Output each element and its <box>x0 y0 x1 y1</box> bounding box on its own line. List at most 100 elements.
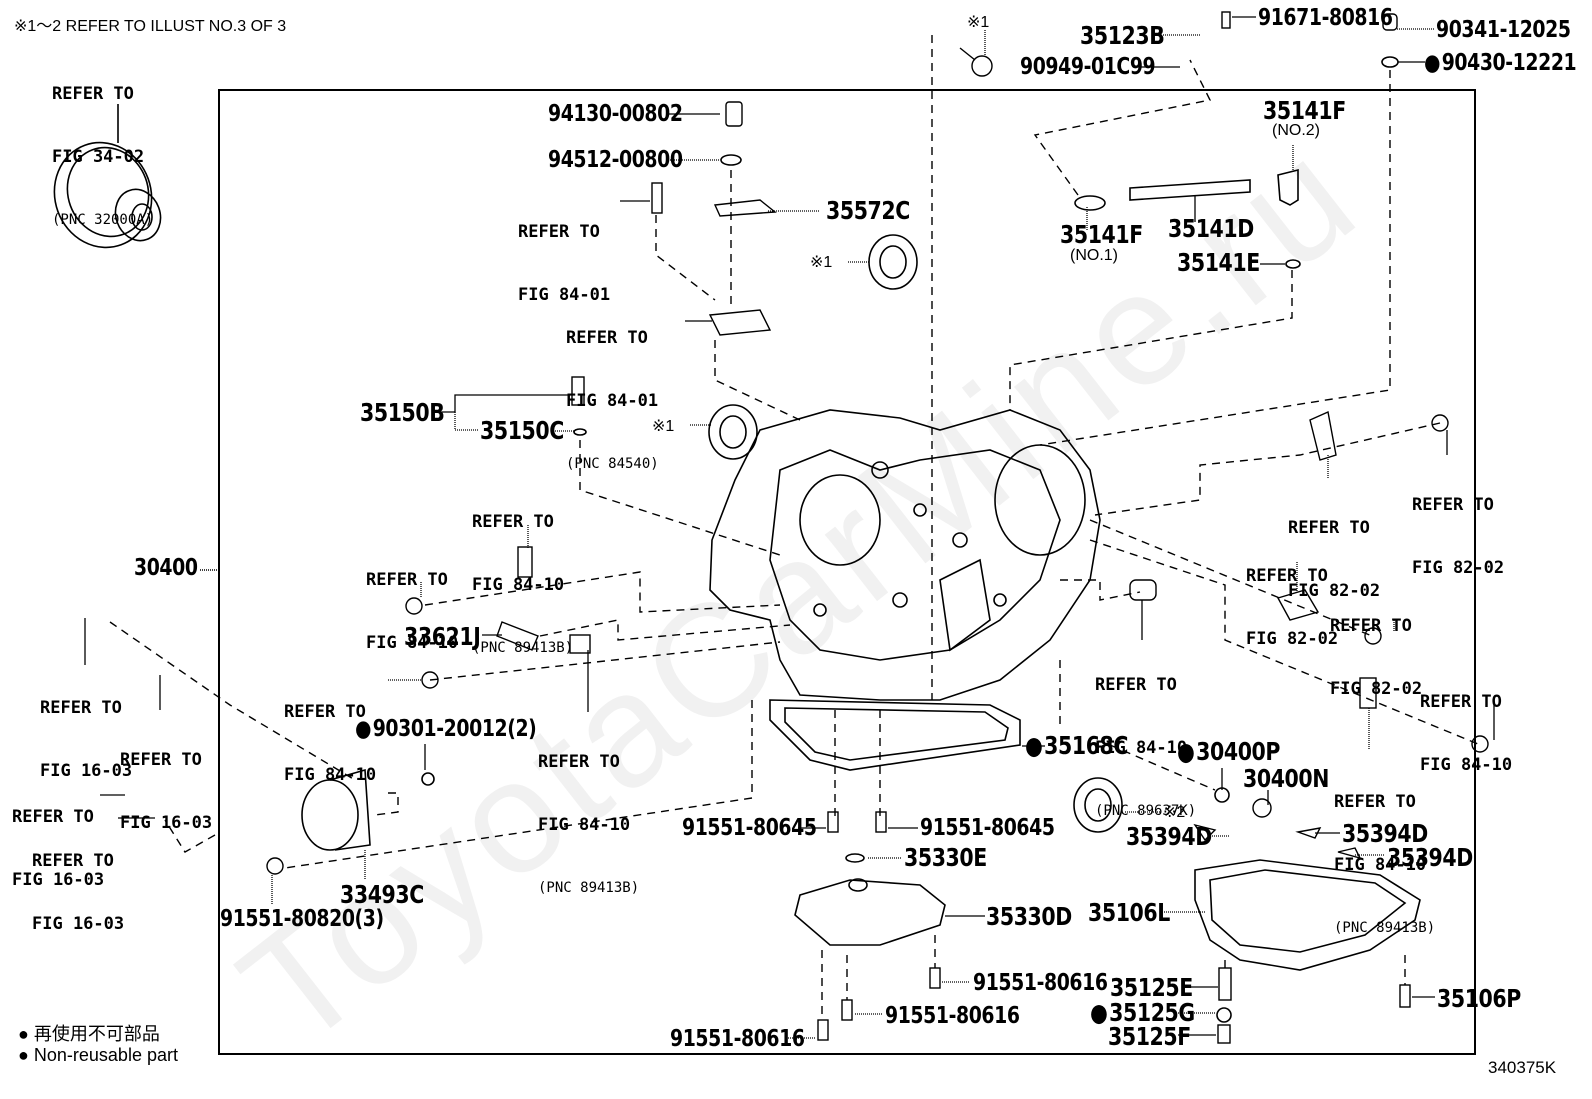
ref-line: FIG 84-10 <box>1334 855 1427 875</box>
ref-fig-16-03-c[interactable]: REFER TO FIG 16-03 <box>12 765 104 912</box>
part-35141F-no1[interactable]: 35141F <box>1060 220 1143 249</box>
part-35168C[interactable]: 35168C <box>1025 733 1128 758</box>
part-35141F-no2[interactable]: 35141F <box>1263 96 1346 125</box>
part-35106L[interactable]: 35106L <box>1088 898 1170 927</box>
dipstick-tube-drawing <box>1074 168 1299 211</box>
note-seal-2[interactable]: ※2 <box>1163 804 1186 821</box>
part-35141E[interactable]: 35141E <box>1177 248 1260 277</box>
strainer-inlet <box>848 878 868 892</box>
leader-lines <box>84 16 1495 1039</box>
part-35330D[interactable]: 35330D <box>986 902 1072 931</box>
ref-line: FIG 16-03 <box>12 870 105 890</box>
ref-line: REFER TO <box>1412 495 1494 515</box>
ref-line: FIG 16-03 <box>40 761 133 781</box>
part-33493C[interactable]: 33493C <box>340 880 424 909</box>
ref-line: REFER TO <box>1334 792 1416 812</box>
ref-pnc: (PNC 89413B) <box>472 640 574 656</box>
part-35394D-a[interactable]: 35394D <box>1126 822 1212 851</box>
part-94130-00802[interactable]: 94130-00802 <box>548 101 683 127</box>
ref-fig-84-10-a[interactable]: REFER TO FIG 84-10 (PNC 89413B) <box>472 470 573 680</box>
note-bolt-1[interactable]: ※1 <box>967 14 990 31</box>
ref-line: FIG 84-01 <box>518 285 611 305</box>
ref-line: FIG 16-03 <box>120 813 213 833</box>
part-90949-01C99[interactable]: 90949-01C99 <box>1020 54 1156 80</box>
ref-fig-82-02-a[interactable]: REFER TO FIG 82-02 <box>1288 476 1380 623</box>
non-reusable-bullet-icon: ● <box>18 1045 29 1065</box>
ref-line: FIG 84-10 <box>472 575 565 595</box>
ref-fig-82-02-d[interactable]: REFER TO FIG 82-02 <box>1330 574 1422 721</box>
legend-en: ● Non-reusable part <box>18 1045 178 1066</box>
part-91551-80616-b[interactable]: 91551-80616 <box>885 1003 1020 1029</box>
ref-fig-82-02-c[interactable]: REFER TO FIG 82-02 <box>1246 524 1338 671</box>
part-91551-80645-a[interactable]: 91551-80645 <box>682 815 817 841</box>
ref-line: FIG 16-03 <box>32 914 125 934</box>
ref-fig-84-10-d[interactable]: REFER TO FIG 84-10 (PNC 89413B) <box>538 710 639 920</box>
part-91551-80616-a[interactable]: 91551-80616 <box>973 970 1108 996</box>
part-90301-20012[interactable]: 90301-20012(2) <box>355 718 537 741</box>
torque-converter-drawing <box>53 104 162 249</box>
part-35125E[interactable]: 35125E <box>1110 973 1193 1002</box>
ref-fig-84-10-c[interactable]: REFER TO FIG 84-10 <box>284 660 376 807</box>
ref-line: REFER TO <box>366 570 448 590</box>
part-35141F-no2-sub: (NO.2) <box>1272 122 1320 139</box>
part-35150B[interactable]: 35150B <box>360 398 445 427</box>
ref-pnc: (PNC 89413B) <box>1334 920 1436 936</box>
ref-line: REFER TO <box>538 752 620 772</box>
gasket-35168C-drawing <box>769 699 1021 771</box>
ref-line: FIG 84-10 <box>366 633 459 653</box>
ref-fig-82-02-b[interactable]: REFER TO FIG 82-02 <box>1412 453 1504 600</box>
part-35150C[interactable]: 35150C <box>480 416 564 445</box>
bolt-drawings <box>266 11 1489 1044</box>
note-seal-1a[interactable]: ※1 <box>810 254 833 271</box>
part-35125F[interactable]: 35125F <box>1108 1022 1191 1051</box>
diagram-frame <box>218 89 1476 1055</box>
ref-fig-84-10-g[interactable]: REFER TO FIG 84-10 (PNC 89413B) <box>1334 750 1435 960</box>
part-35572C[interactable]: 35572C <box>826 196 910 225</box>
assembly-dashed-lines <box>109 35 1479 1020</box>
part-90341-12025[interactable]: 90341-12025 <box>1436 17 1571 43</box>
part-35141D[interactable]: 35141D <box>1168 214 1254 243</box>
ref-fig-84-01-a[interactable]: REFER TO FIG 84-01 <box>518 180 610 327</box>
ref-fig-16-03-d[interactable]: REFER TO FIG 16-03 <box>32 809 124 956</box>
ref-fig-16-03-b[interactable]: REFER TO FIG 16-03 <box>120 708 212 855</box>
ref-line: FIG 82-02 <box>1330 679 1423 699</box>
part-35141F-no1-sub: (NO.1) <box>1070 247 1118 264</box>
part-33621J[interactable]: 33621J <box>404 622 481 651</box>
oil-seal-drawings <box>421 56 1399 1023</box>
ref-fig-84-10-f[interactable]: REFER TO FIG 84-10 <box>1420 650 1512 797</box>
part-30400P[interactable]: 30400P <box>1177 739 1280 764</box>
part-35106P[interactable]: 35106P <box>1437 984 1521 1013</box>
part-91551-80645-b[interactable]: 91551-80645 <box>920 815 1055 841</box>
part-30400[interactable]: 30400 <box>134 555 198 581</box>
ref-line: REFER TO <box>12 807 94 827</box>
ref-fig-84-10-b[interactable]: REFER TO FIG 84-10 <box>366 528 458 675</box>
ref-line: REFER TO <box>120 750 202 770</box>
note-seal-1b[interactable]: ※1 <box>652 418 675 435</box>
oil-pan-drawing <box>1194 859 1421 971</box>
diagram-code: 340375K <box>1488 1058 1557 1077</box>
ref-line: FIG 82-02 <box>1288 581 1381 601</box>
ref-line: FIG 82-02 <box>1246 629 1339 649</box>
part-90430-12221[interactable]: 90430-12221 <box>1424 52 1577 75</box>
transaxle-case-drawing <box>709 409 1101 701</box>
illustration-note: ※1～2 REFER TO ILLUST NO.3 OF 3 <box>14 18 287 35</box>
part-35394D-c[interactable]: 35394D <box>1387 843 1473 872</box>
part-35394D-b[interactable]: 35394D <box>1342 819 1428 848</box>
part-91551-80820[interactable]: 91551-80820(3) <box>220 906 384 932</box>
oil-pan-inner <box>1209 869 1407 953</box>
part-91551-80616-c[interactable]: 91551-80616 <box>670 1026 805 1052</box>
part-35123B[interactable]: 35123B <box>1080 21 1165 50</box>
legend-jp-text: 再使用不可部品 <box>33 1024 160 1044</box>
part-91671-80816[interactable]: 91671-80816 <box>1258 5 1393 31</box>
ref-torque-converter[interactable]: REFER TO FIG 34-02 (PNC 32000A) <box>52 42 153 252</box>
part-30400N[interactable]: 30400N <box>1243 764 1330 793</box>
ref-line: REFER TO <box>52 84 134 104</box>
part-35125G[interactable]: 35125G <box>1090 1000 1195 1025</box>
ref-fig-84-01-b[interactable]: REFER TO FIG 84-01 (PNC 84540) <box>566 286 659 496</box>
ref-line: REFER TO <box>1288 518 1370 538</box>
ref-line: REFER TO <box>1420 692 1502 712</box>
ref-line: FIG 84-10 <box>1420 755 1513 775</box>
ref-fig-16-03-a[interactable]: REFER TO FIG 16-03 <box>40 656 132 803</box>
part-35330E[interactable]: 35330E <box>904 843 987 872</box>
part-94512-00800[interactable]: 94512-00800 <box>548 147 683 173</box>
